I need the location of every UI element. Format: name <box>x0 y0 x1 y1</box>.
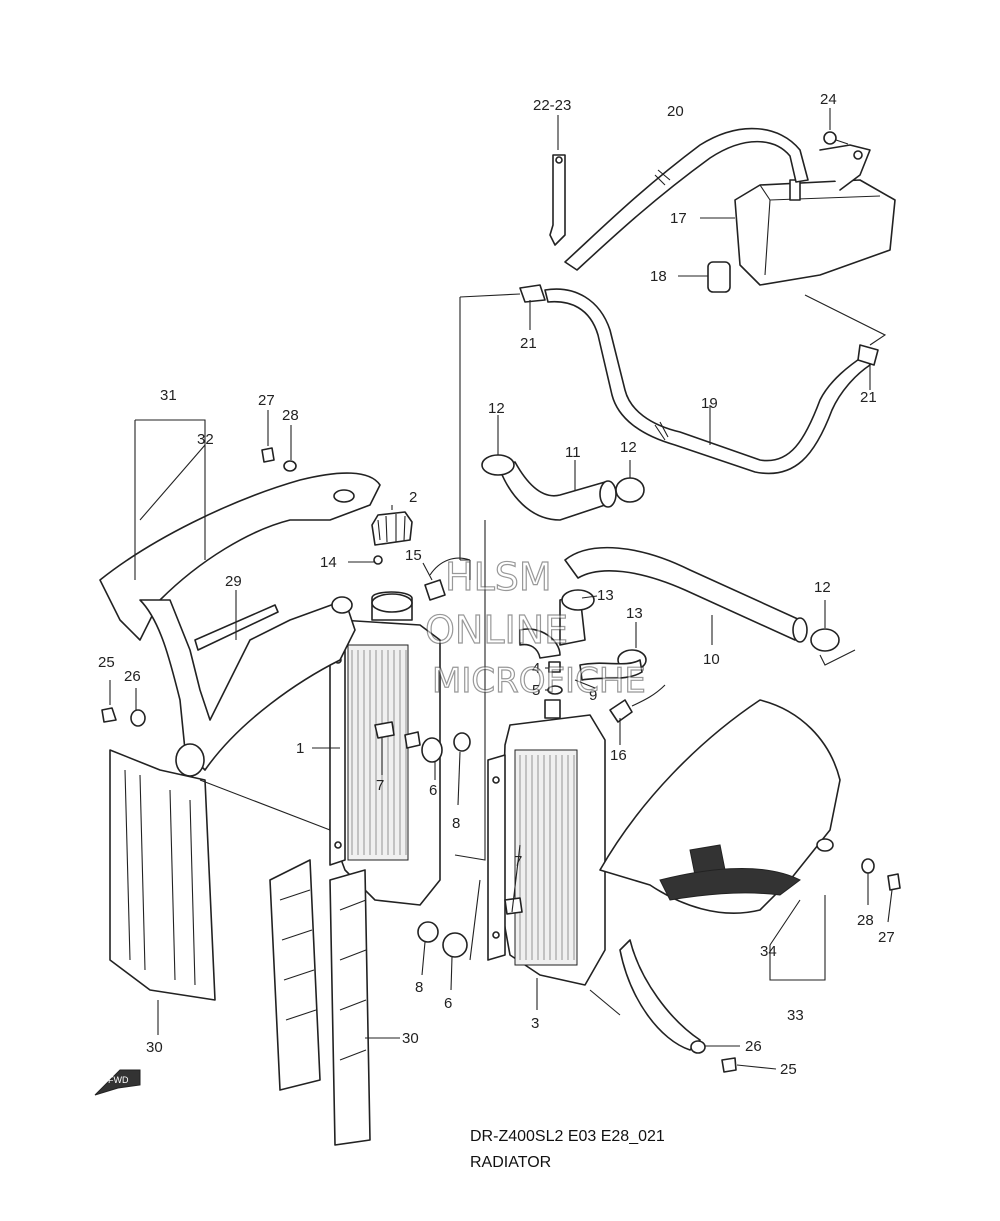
radiator-cover-right <box>599 699 841 1051</box>
callout-21-right: 21 <box>860 389 877 406</box>
callout-6-left: 6 <box>429 782 437 799</box>
callout-3: 3 <box>531 1015 539 1032</box>
callout-8-right: 8 <box>415 979 423 996</box>
callout-18: 18 <box>650 268 667 285</box>
callout-28-right: 28 <box>857 912 874 929</box>
callout-labels: 22-23 20 24 17 18 21 21 19 12 12 11 31 3… <box>98 91 895 1078</box>
callout-27-right: 27 <box>878 929 895 946</box>
callout-31: 31 <box>160 387 177 404</box>
callout-26-right: 26 <box>745 1038 762 1055</box>
callout-16: 16 <box>610 747 627 764</box>
callout-12-right: 12 <box>814 579 831 596</box>
watermark-line-2: ONLINE <box>425 608 568 652</box>
radiator-right <box>487 699 606 986</box>
callout-10: 10 <box>703 651 720 668</box>
callout-17: 17 <box>670 210 687 227</box>
hose-clamp-12 <box>481 454 840 652</box>
radiator-hose-upper <box>499 461 617 521</box>
callout-25-left: 25 <box>98 654 115 671</box>
callout-21-upper: 21 <box>520 335 537 352</box>
cap-screw <box>373 555 383 565</box>
callout-6-right: 6 <box>444 995 452 1012</box>
callout-24: 24 <box>820 91 837 108</box>
radiator-guard-center <box>269 859 371 1146</box>
watermark-line-3: MICROFICHE <box>432 661 646 701</box>
callout-15: 15 <box>405 547 422 564</box>
callout-12-mid: 12 <box>620 439 637 456</box>
radiator-bolt-left <box>374 721 471 763</box>
reservoir-tank <box>734 144 896 286</box>
callout-29: 29 <box>225 573 242 590</box>
callout-26-left: 26 <box>124 668 141 685</box>
callout-13-upper: 13 <box>597 587 614 604</box>
overflow-hose <box>564 127 809 271</box>
callout-12-upper: 12 <box>488 400 505 417</box>
callout-9: 9 <box>589 687 597 704</box>
callout-13-lower: 13 <box>626 605 643 622</box>
callout-30-center: 30 <box>402 1030 419 1047</box>
callout-8-left: 8 <box>452 815 460 832</box>
hose-clip-21 <box>519 284 879 366</box>
reservoir-hose <box>544 288 871 475</box>
diagram-title: RADIATOR <box>470 1154 551 1171</box>
fwd-label: FWD <box>108 1075 129 1085</box>
callout-7-left: 7 <box>376 777 384 794</box>
watermark-line-1: HLSM <box>445 555 552 599</box>
callout-19: 19 <box>701 395 718 412</box>
callout-4: 4 <box>532 660 540 677</box>
callout-2: 2 <box>409 489 417 506</box>
bypass-hose <box>519 628 643 681</box>
leader-lines <box>109 108 893 1070</box>
callout-7-right: 7 <box>514 853 522 870</box>
callout-34: 34 <box>760 943 777 960</box>
callout-11: 11 <box>565 444 581 461</box>
radiator-louver-left <box>109 749 216 1001</box>
radiator-cover-left <box>99 472 381 641</box>
callout-20: 20 <box>667 103 684 120</box>
callout-27-upper: 27 <box>258 392 275 409</box>
shroud-bolts <box>101 447 901 1073</box>
callout-14: 14 <box>320 554 337 571</box>
reservoir-grommet <box>707 261 731 293</box>
thermo-switch <box>609 684 666 723</box>
callout-1: 1 <box>296 740 304 757</box>
radiator-bolt-right <box>417 897 523 958</box>
hose-clamp-22-23 <box>549 154 566 246</box>
callout-25-right: 25 <box>780 1061 797 1078</box>
watermark: HLSM ONLINE MICROFICHE <box>424 554 646 701</box>
diagram-model-code: DR-Z400SL2 E03 E28_021 <box>470 1128 665 1145</box>
callout-30-left: 30 <box>146 1039 163 1056</box>
forward-arrow-icon: FWD <box>94 1069 141 1096</box>
radiator-shroud-left <box>139 596 356 777</box>
callout-22-23: 22-23 <box>533 97 571 114</box>
radiator-cap <box>371 511 413 546</box>
callout-33: 33 <box>787 1007 804 1024</box>
cap-chain <box>424 557 471 601</box>
reservoir-bolt <box>823 131 849 145</box>
callout-32: 32 <box>197 431 214 448</box>
callout-5: 5 <box>532 682 540 699</box>
callout-28-upper: 28 <box>282 407 299 424</box>
